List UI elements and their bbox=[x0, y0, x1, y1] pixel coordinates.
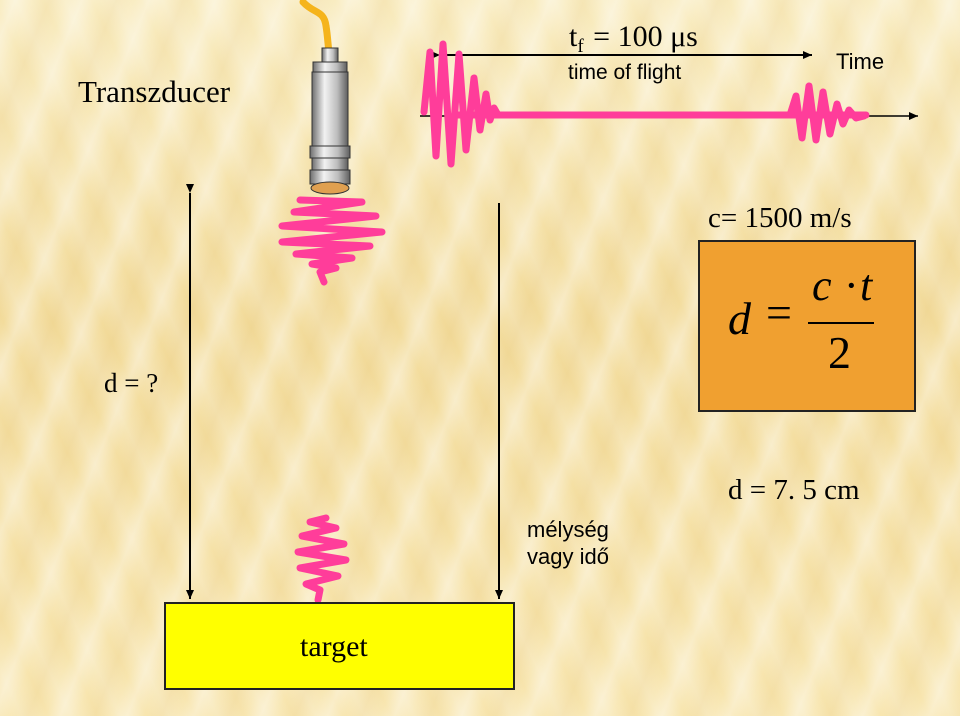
transducer-probe bbox=[309, 47, 351, 195]
formula-equals: = bbox=[766, 287, 792, 338]
flight-time-value: tf = 100 μs bbox=[569, 20, 698, 58]
tf-value: = 100 μs bbox=[585, 20, 698, 53]
formula-numerator-dot: · bbox=[844, 261, 859, 310]
formula-lhs: d bbox=[728, 293, 751, 344]
tf-symbol: t bbox=[569, 20, 578, 53]
fraction-bar bbox=[808, 322, 874, 324]
time-axis-label: Time bbox=[836, 49, 885, 74]
unknown-distance-label: d = ? bbox=[104, 368, 159, 398]
depth-label-line2: vagy idő bbox=[527, 544, 609, 569]
emitted-pulse bbox=[420, 40, 502, 168]
echo-pulse bbox=[786, 82, 868, 144]
reflected-wave bbox=[294, 514, 350, 604]
target-box: target bbox=[164, 602, 515, 690]
formula-numerator-c: c bbox=[812, 261, 832, 310]
formula-numerator-t: t bbox=[860, 261, 873, 310]
tf-subscript: f bbox=[577, 36, 584, 57]
depth-label-line1: mélység bbox=[527, 517, 609, 542]
time-of-flight-label: time of flight bbox=[568, 61, 682, 84]
transducer-label: Transzducer bbox=[78, 74, 231, 109]
formula-denominator: 2 bbox=[828, 327, 851, 378]
transducer-lens bbox=[310, 181, 350, 195]
result-distance-label: d = 7. 5 cm bbox=[728, 474, 860, 506]
formula-box: d = c · t 2 bbox=[698, 240, 916, 412]
target-label: target bbox=[300, 630, 368, 663]
speed-of-sound-label: c= 1500 m/s bbox=[708, 202, 852, 234]
depth-or-time-label: mélység vagy idő bbox=[527, 516, 609, 570]
downward-wave bbox=[278, 196, 386, 286]
